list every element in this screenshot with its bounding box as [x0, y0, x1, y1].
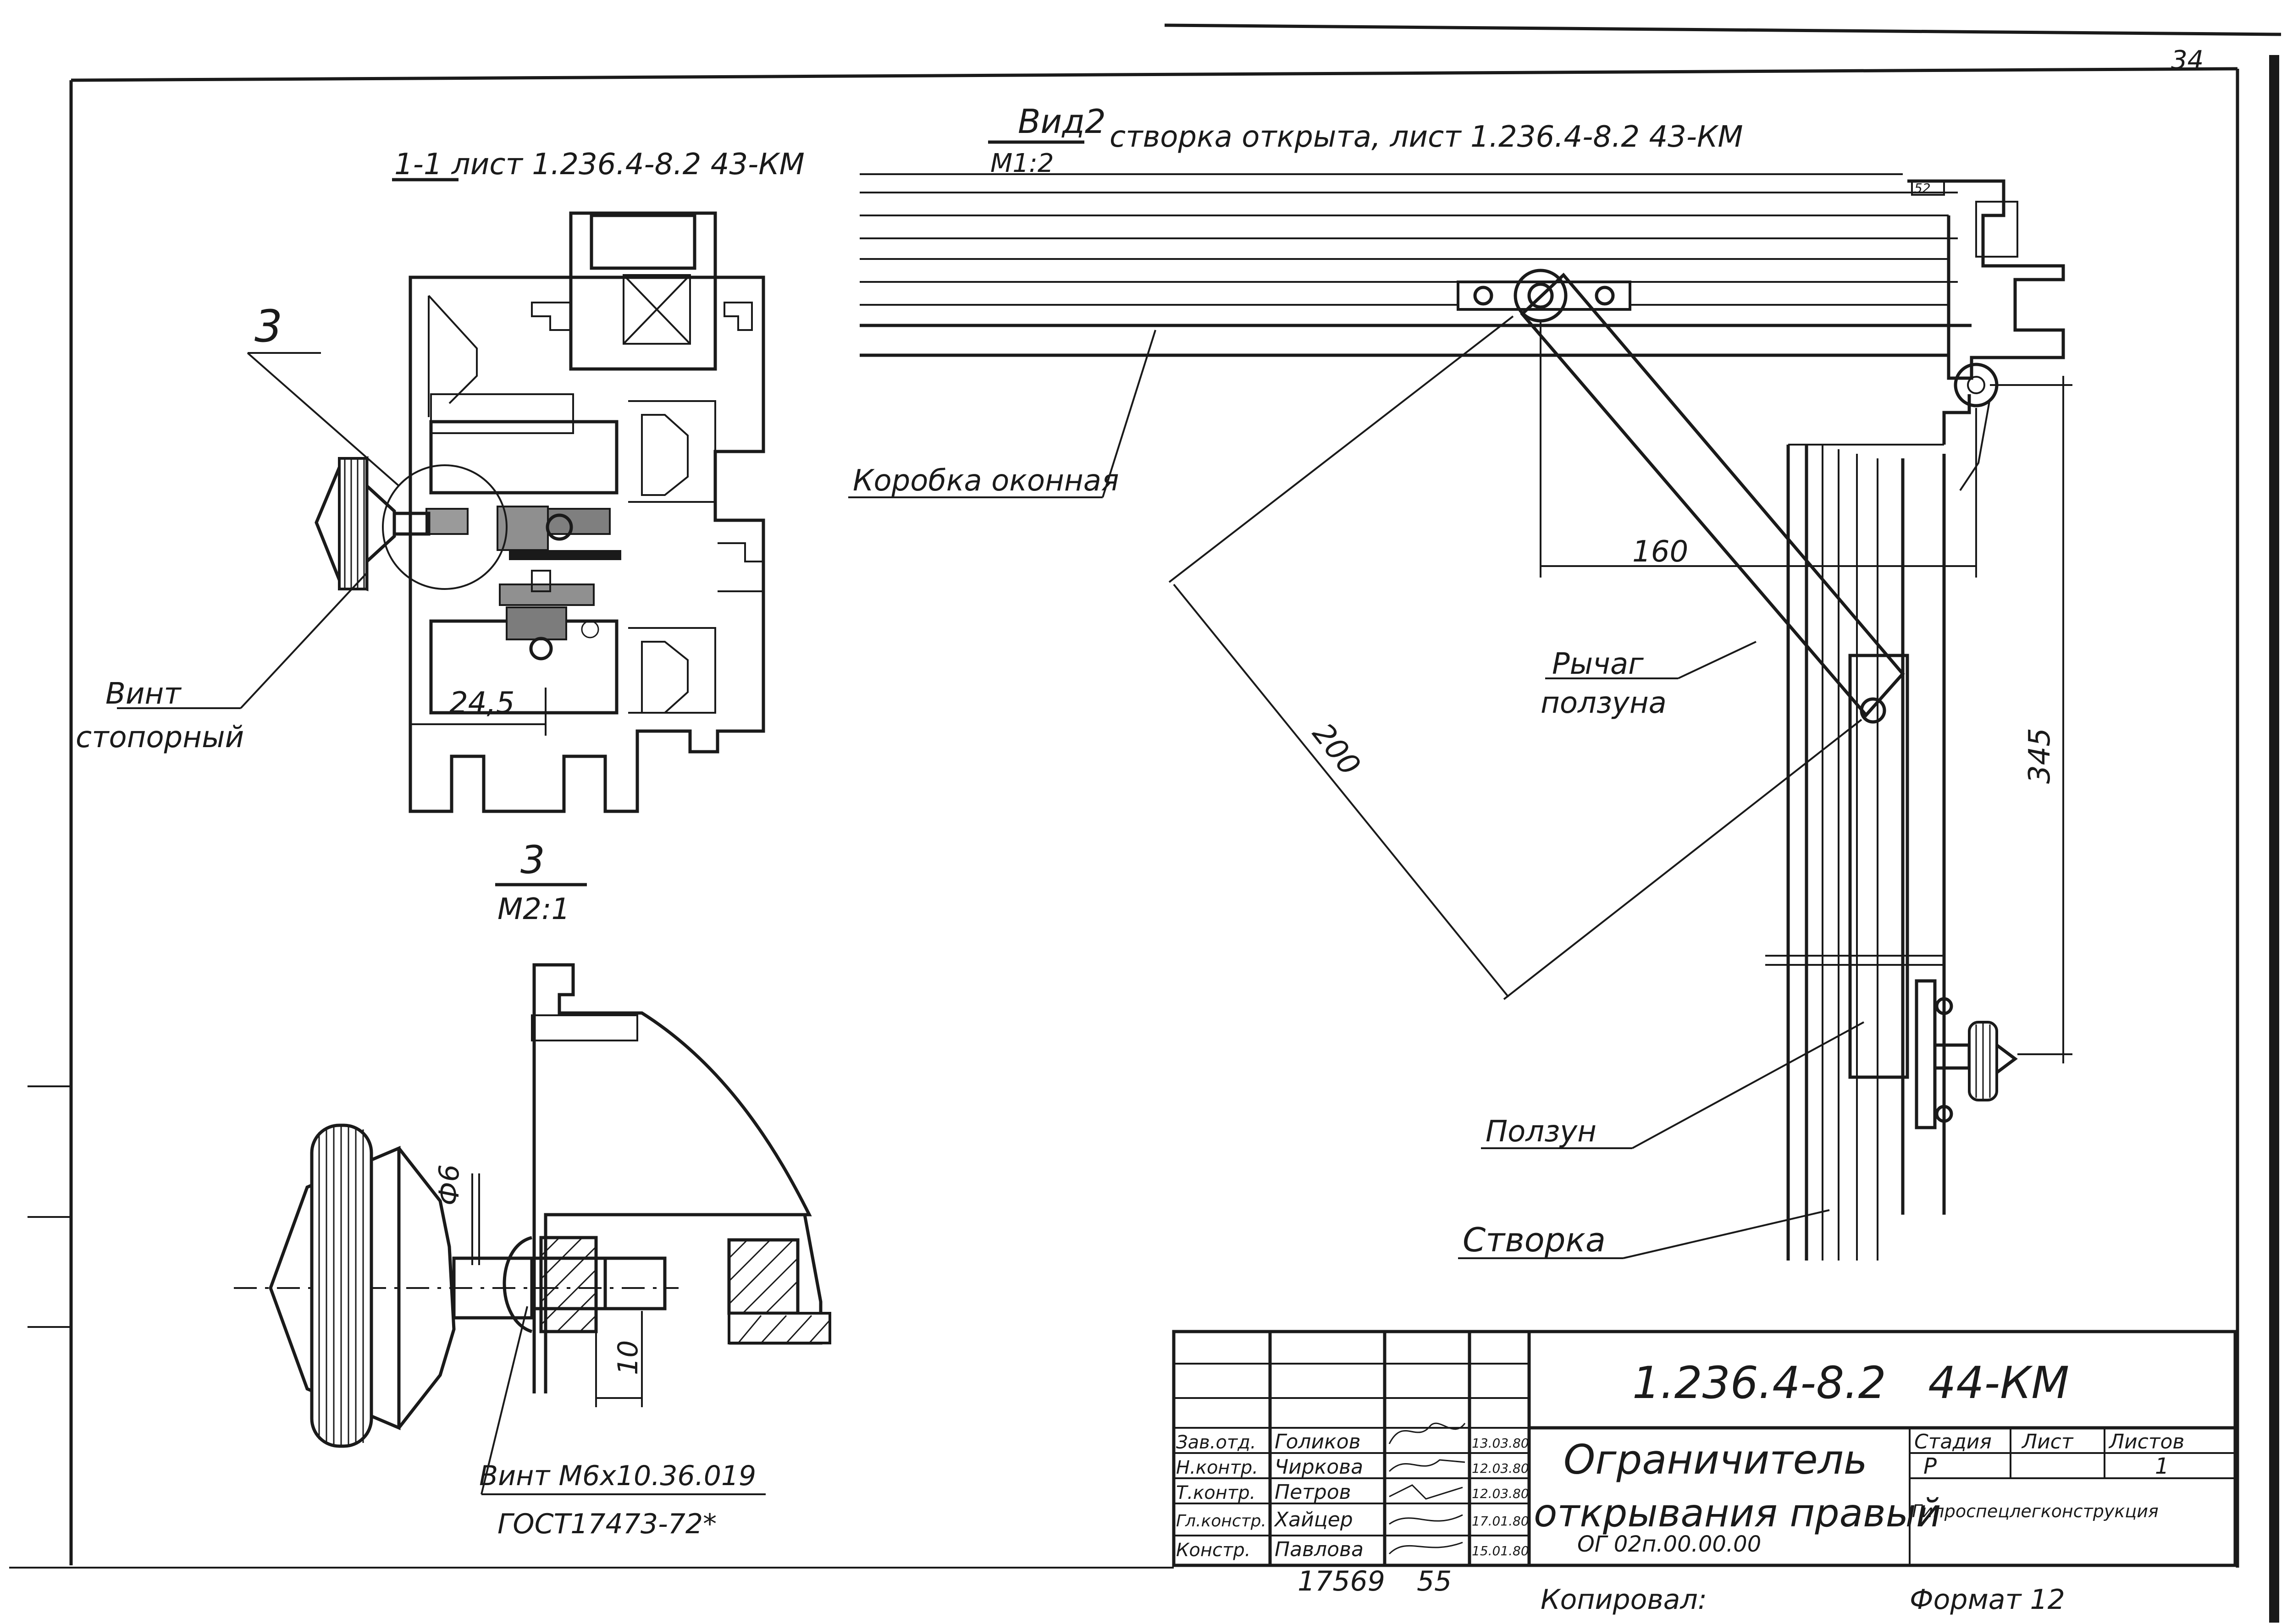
row-name: Голиков: [1275, 1430, 1361, 1453]
row-role: Н.контр.: [1176, 1457, 1258, 1478]
sash-label: Створка: [1463, 1221, 1606, 1259]
row-name: Павлова: [1275, 1538, 1364, 1561]
screw-m6-label-line2: ГОСТ17473-72*: [497, 1508, 717, 1540]
title-line1: Ограничитель: [1563, 1436, 1867, 1483]
title-block: 1.236.4-8.2 44-КМ Зав.отд. Голиков 13.03…: [1172, 1330, 2237, 1567]
lever-label-line2: ползуна: [1541, 686, 1667, 720]
detail-callout-number: 3: [254, 301, 282, 352]
row-name: Петров: [1275, 1481, 1351, 1504]
row-name: Хайцер: [1274, 1508, 1353, 1531]
stage-value: Р: [1923, 1453, 1937, 1479]
lever-label-line1: Рычаг: [1552, 647, 1644, 681]
designation: ОГ 02п.00.00.00: [1577, 1531, 1761, 1557]
detail-3: 3 М2:1: [234, 837, 831, 1540]
organization: Гипроспецлегконструкция: [1912, 1501, 2159, 1521]
dimension-160: 160: [1632, 535, 1688, 569]
title-line2: открывания правый: [1534, 1491, 1941, 1536]
sheets-value: 1: [2155, 1453, 2169, 1479]
lock-screw-knob-drawing: [315, 456, 431, 591]
detail-3-scale: М2:1: [497, 892, 570, 926]
row-date: 12.03.80: [1472, 1486, 1529, 1501]
lock-screw-label-line1: Винт: [105, 677, 182, 711]
approval-rows: Зав.отд. Голиков 13.03.80 Н.контр. Чирко…: [1176, 1430, 1529, 1561]
row-date: 13.03.80: [1472, 1436, 1529, 1451]
signature-marks: [1388, 1422, 1466, 1555]
row-date: 12.03.80: [1472, 1461, 1529, 1476]
row-role: Т.контр.: [1176, 1482, 1255, 1503]
document-code: 1.236.4-8.2 44-КМ: [1632, 1357, 2069, 1409]
knob-detail-drawing: [269, 1123, 534, 1448]
row-role: Зав.отд.: [1176, 1432, 1256, 1453]
section-1-1: 1-1 лист 1.236.4-8.2 43-КМ: [76, 148, 805, 813]
section-1-1-title: 1-1 лист 1.236.4-8.2 43-КМ: [394, 148, 805, 182]
sheet-corner-number: 34: [2171, 45, 2204, 75]
sheet-header: Лист: [2021, 1430, 2074, 1453]
dimension-24-5: 24,5: [449, 686, 515, 720]
footer: 17569 55 Копировал: Формат 12: [1298, 1565, 2065, 1616]
profile-mark: 52: [1914, 181, 1931, 196]
detail-3-title: 3: [520, 837, 545, 882]
row-name: Чиркова: [1275, 1455, 1363, 1479]
dimension-345: 345: [2023, 728, 2057, 784]
row-role: Констр.: [1176, 1540, 1250, 1561]
view-2: Вид2 М1:2 створка открыта, лист 1.236.4-…: [848, 102, 2072, 1261]
screw-m6-label-line1: Винт М6х10.36.019: [479, 1460, 756, 1492]
drawing-frame: [9, 23, 2281, 1623]
row-date: 15.01.80: [1472, 1543, 1529, 1558]
view-2-caption: створка открыта, лист 1.236.4-8.2 43-КМ: [1110, 120, 1743, 154]
lock-screw-label-line2: стопорный: [76, 721, 244, 754]
dimension-10: 10: [612, 1340, 644, 1375]
view-2-title: Вид2: [1018, 102, 1106, 141]
copied-by: Копировал:: [1541, 1584, 1707, 1616]
dimension-phi6: Ф6: [433, 1164, 465, 1206]
frame-label: Коробка оконная: [853, 464, 1119, 498]
row-date: 17.01.80: [1472, 1514, 1529, 1529]
stage-header: Стадия: [1914, 1430, 1992, 1453]
format-label: Формат 12: [1910, 1584, 2065, 1616]
sheets-header: Листов: [2108, 1430, 2184, 1453]
page-number: 55: [1417, 1565, 1452, 1597]
row-role: Гл.констр.: [1176, 1512, 1266, 1530]
inventory-number: 17569: [1298, 1565, 1385, 1597]
slider-label: Ползун: [1486, 1115, 1596, 1149]
